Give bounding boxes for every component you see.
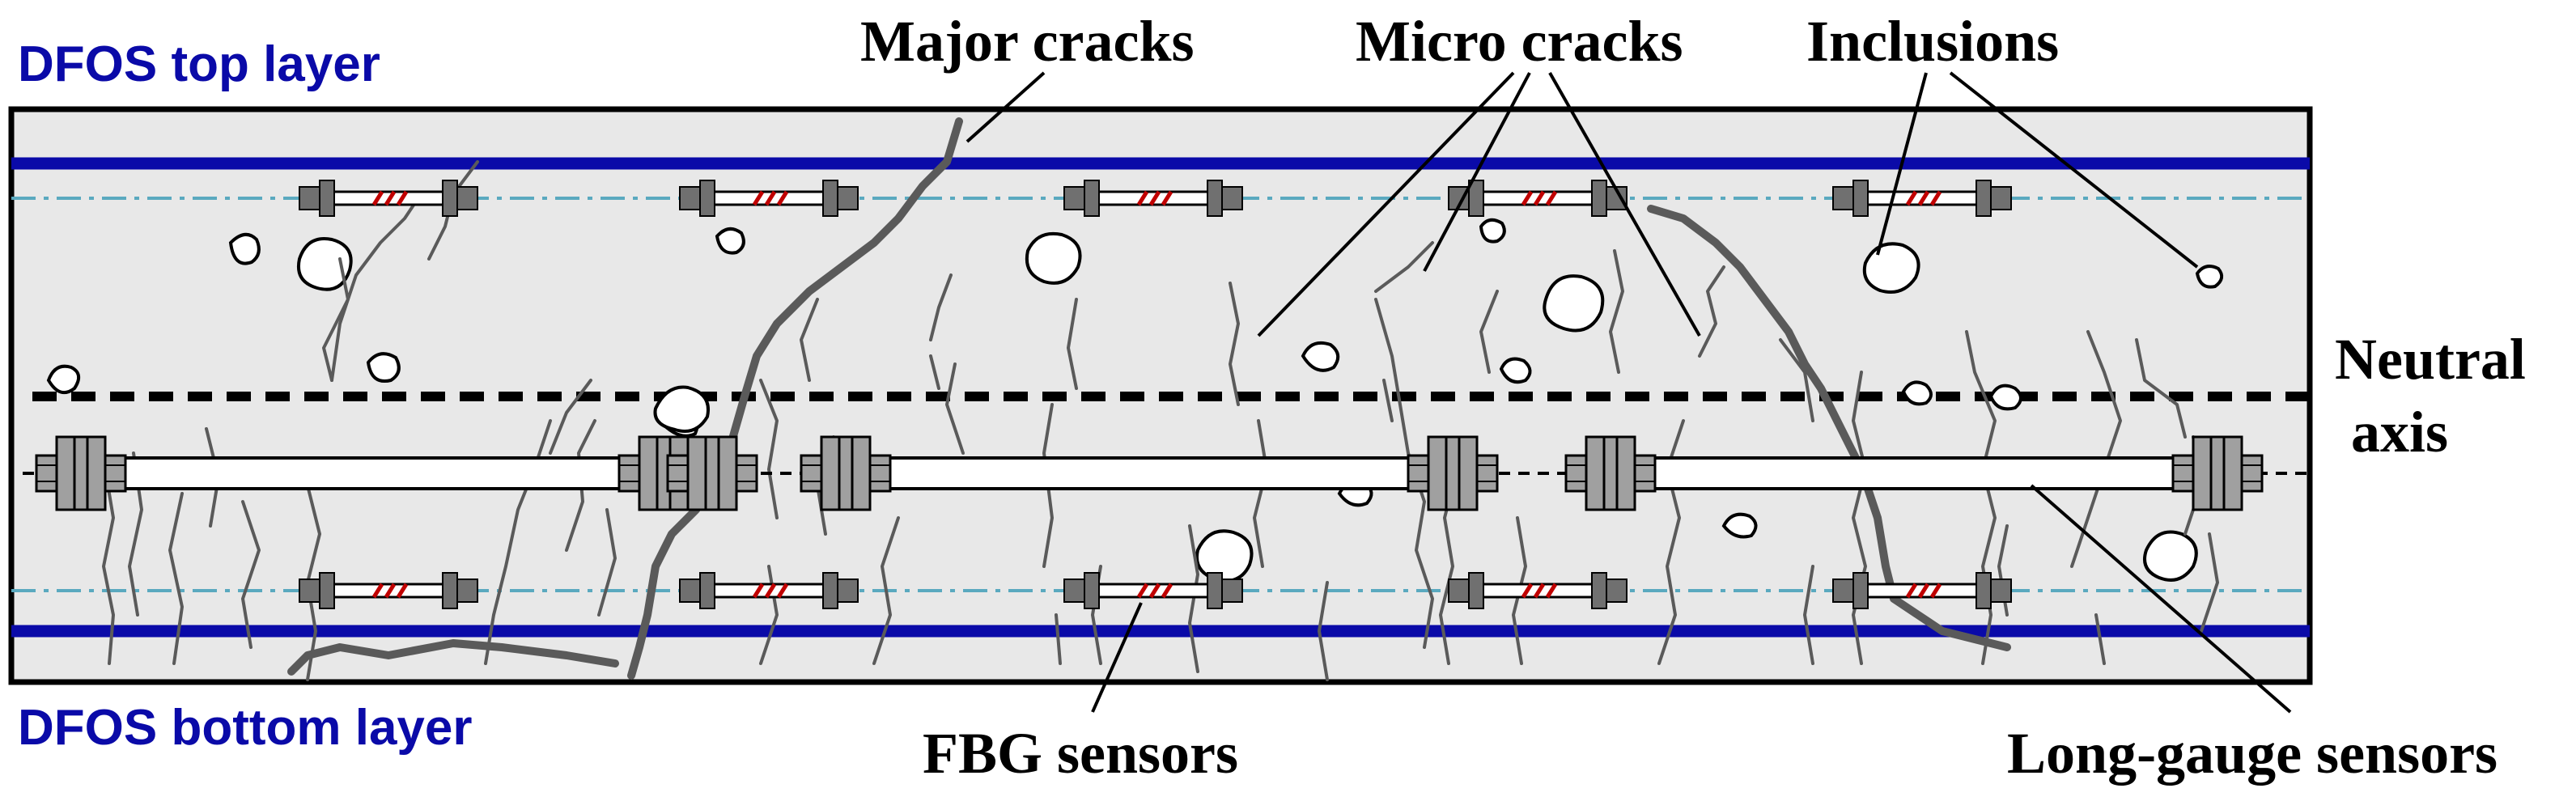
inclusions-label: Inclusions [1806,9,2059,74]
micro-crack [1382,379,1394,422]
major-crack [287,639,619,676]
micro-crack [168,492,184,665]
micro-crack [2070,330,2122,568]
micro-crack [872,516,900,665]
long-gauge-tube [1637,456,2191,490]
neutral-axis-label-line2: axis [2351,400,2448,464]
major-cracks-group [287,117,2011,680]
inclusion [366,352,401,383]
micro-crack [1803,565,1814,665]
micro-crack [330,193,422,382]
micro-crack [1609,249,1624,374]
micro-crack [1229,282,1240,406]
inclusion [1195,529,1254,583]
micro-crack [1479,290,1499,374]
micro-crack [2094,613,2106,665]
inclusion [297,237,353,291]
fbg-sensors-label: FBG sensors [923,721,1238,786]
micro-crack [102,468,115,665]
micro-cracks-leader [1423,72,1531,272]
major-cracks-label: Major cracks [860,9,1195,74]
micro-crack [549,379,592,455]
micro-crack [1253,419,1268,568]
inclusion [1862,242,1920,294]
inclusion [653,385,710,433]
inclusions-group [46,218,2224,583]
micro-cracks-leader [1548,72,1701,337]
inclusion [1721,512,1758,539]
long-gauge-sensors [23,435,2310,511]
inclusion [2143,530,2198,582]
long-gauge-tube [872,456,1426,490]
dfos-top-label: DFOS top layer [18,36,380,92]
inclusion [1901,380,1933,406]
callout-lines [965,71,2292,714]
neutral-axis-label-line1: Neutral [2335,327,2526,392]
micro-crack [597,508,617,617]
micro-crack [759,379,779,519]
inclusions-leader [1949,71,2199,269]
micro-cracks-label: Micro cracks [1356,9,1683,74]
inclusion [715,227,745,255]
inclusion [1499,357,1532,384]
micro-crack [800,298,819,382]
long-gauge-sensors-label: Long-gauge sensors [2007,721,2497,786]
inclusion [1301,341,1340,372]
inclusion [2195,265,2224,289]
micro-crack [1374,241,1434,293]
dfos-bottom-label: DFOS bottom layer [18,700,473,756]
micro-crack [1779,338,1814,422]
inclusion [46,364,81,395]
major-crack [1647,205,2011,651]
inclusion [1479,218,1506,244]
inclusion [1543,274,1605,333]
micro-crack [1318,581,1329,681]
micro-crack [929,273,953,341]
micro-crack [241,500,261,649]
micro-crack [1698,265,1725,358]
micro-crack [2200,532,2219,633]
micro-crack [322,257,350,382]
micro-crack [759,565,779,665]
micro-crack [1188,524,1199,673]
micro-crack [1067,298,1078,390]
micro-crack [2135,338,2187,439]
major-crack [627,117,963,680]
inclusions-leader [1876,72,1928,256]
micro-cracks-leader [1257,71,1515,337]
inclusion [1025,232,1082,285]
fbg-sensors-leader [1091,602,1143,713]
micro-crack [929,354,940,390]
long-gauge-sensors-leader [2030,484,2292,714]
micro-crack [1852,371,1867,665]
micro-crack [945,362,965,455]
inclusion [1988,384,2022,411]
inclusion [228,233,261,265]
major-cracks-leader [965,71,1046,143]
micro-crack [1055,613,1062,665]
